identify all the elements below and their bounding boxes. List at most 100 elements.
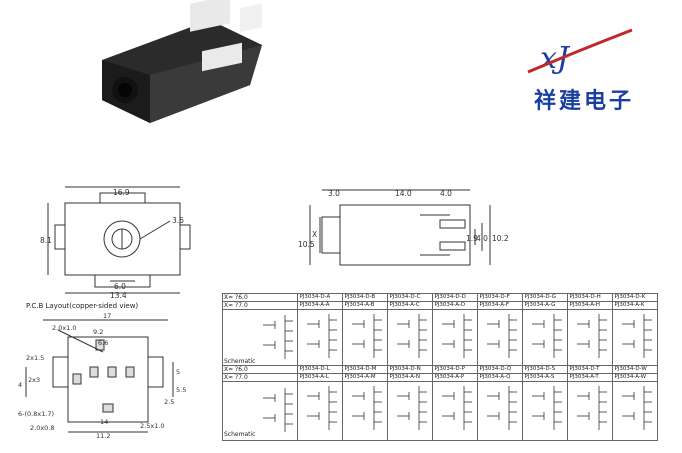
- table-row: Schematic: [221, 309, 659, 366]
- pcb-dim-k: 14: [100, 418, 108, 426]
- pcb-dim-n: 2.5x1.0: [140, 422, 165, 430]
- schematic-cell: [567, 309, 614, 366]
- dim-hole: 3.6: [172, 216, 184, 225]
- part-cell: PJ3034-D-D: [432, 293, 479, 302]
- pcb-dim-c: 6.6: [98, 339, 108, 347]
- dim-d1: 3.0: [328, 189, 340, 198]
- schematic-icon: [307, 314, 338, 358]
- schematic-icon: [307, 386, 338, 430]
- dim-height: 8.1: [40, 236, 52, 245]
- row-label: X= ?7.0: [221, 373, 299, 382]
- dim-h3: 10.2: [492, 234, 509, 243]
- schematic-cell: [387, 309, 434, 366]
- pcb-dim-i: 2.5: [164, 398, 174, 406]
- schematic-cell: [297, 381, 344, 441]
- part-cell: PJ3034-D-M: [342, 365, 389, 374]
- part-cell: PJ3034-D-H: [567, 293, 614, 302]
- schematic-icon: [263, 314, 294, 359]
- table-row: X= ?6.0 PJ3034-D-A PJ3034-D-B PJ3034-D-C…: [221, 293, 659, 302]
- part-cell: PJ3034-D-B: [342, 293, 389, 302]
- dim-d2: 14.0: [395, 189, 412, 198]
- pcb-dim-top: 17: [103, 312, 111, 320]
- side-view-drawing: 3.0 14.0 4.0 X 10.5 1.9 4.0 10.2: [298, 189, 509, 266]
- schematic-cell: [342, 309, 389, 366]
- part-cell: PJ3034-A-P: [432, 373, 479, 382]
- pcb-dim-d: 2x1.5: [26, 354, 44, 362]
- part-cell: PJ3034-A-S: [522, 373, 569, 382]
- pcb-dim-f: 4: [18, 381, 22, 389]
- pcb-dim-g: 5: [176, 368, 180, 376]
- row-label: Schematic: [221, 381, 299, 441]
- pcb-layout-drawing: 17 2.0x1.0 9.2 6.6 2x1.5 2x3 4 5 5.5 2.5…: [18, 312, 186, 440]
- dim-h2: 4.0: [476, 234, 488, 243]
- part-cell: PJ3034-A-K: [612, 301, 659, 310]
- schematic-icon: [352, 386, 383, 430]
- pcb-dim-b: 9.2: [93, 328, 103, 336]
- part-cell: PJ3034-A-Q: [477, 373, 524, 382]
- part-cell: PJ3034-A-C: [387, 301, 434, 310]
- part-cell: PJ3034-D-W: [612, 365, 659, 374]
- schematic-cell: [522, 309, 569, 366]
- row-label: Schematic: [221, 309, 299, 366]
- schematic-icon: [442, 314, 473, 358]
- part-cell: PJ3034-A-T: [567, 373, 614, 382]
- part-cell: PJ3034-D-N: [387, 365, 434, 374]
- part-cell: PJ3034-A-H: [567, 301, 614, 310]
- row-label: X= ?6.0: [221, 293, 299, 302]
- pcb-caption: P.C.B Layout(copper-sided view): [26, 302, 139, 310]
- part-cell: PJ3034-A-G: [522, 301, 569, 310]
- schematic-cell: [387, 381, 434, 441]
- part-cell: PJ3034-A-M: [342, 373, 389, 382]
- part-cell: PJ3034-D-S: [522, 365, 569, 374]
- dim-inner-width: 6.0: [114, 282, 126, 291]
- table-row: Schematic: [221, 381, 659, 441]
- part-cell: PJ3034-D-F: [477, 293, 524, 302]
- part-cell: PJ3034-D-K: [612, 293, 659, 302]
- dim-base-width: 13.4: [110, 291, 127, 300]
- part-cell: PJ3034-A-D: [432, 301, 479, 310]
- schematic-icon: [352, 314, 383, 358]
- top-view-drawing: 16.9 8.1 3.6 6.0 13.4: [40, 186, 191, 300]
- part-cell: PJ3034-D-L: [297, 365, 344, 374]
- schematic-cell: [477, 381, 524, 441]
- schematic-icon: [622, 386, 653, 430]
- pcb-dim-e: 2x3: [28, 376, 40, 384]
- dim-d3: 4.0: [440, 189, 452, 198]
- part-cell: PJ3034-A-B: [342, 301, 389, 310]
- schematic-icon: [622, 314, 653, 358]
- part-cell: PJ3034-D-G: [522, 293, 569, 302]
- row-label: X= ?6.0: [221, 365, 299, 374]
- part-cell: PJ3034-D-A: [297, 293, 344, 302]
- schematic-cell: [432, 381, 479, 441]
- schematic-icon: [397, 314, 428, 358]
- schematic-icon: [442, 386, 473, 430]
- schematic-icon: [532, 386, 563, 430]
- dim-h1: 1.9: [466, 234, 478, 243]
- part-cell: PJ3034-D-Q: [477, 365, 524, 374]
- schematic-cell: [567, 381, 614, 441]
- part-cell: PJ3034-A-N: [387, 373, 434, 382]
- part-cell: PJ3034-D-T: [567, 365, 614, 374]
- pcb-dim-j: 6-(0.8x1.7): [18, 410, 54, 418]
- product-photo: [102, 0, 262, 123]
- part-cell: PJ3034-A-F: [477, 301, 524, 310]
- part-cell: PJ3034-D-P: [432, 365, 479, 374]
- part-cell: PJ3034-A-W: [612, 373, 659, 382]
- row-label: X= ?7.0: [221, 301, 299, 310]
- schematic-icon: [577, 314, 608, 358]
- dim-width: 16.9: [113, 188, 130, 197]
- schematic-icon: [532, 314, 563, 358]
- schematic-cell: [297, 309, 344, 366]
- table-row: X= ?6.0 PJ3034-D-L PJ3034-D-M PJ3034-D-N…: [221, 365, 659, 374]
- pcb-dim-a: 2.0x1.0: [52, 324, 77, 332]
- part-cell: PJ3034-A-A: [297, 301, 344, 310]
- schematic-cell: [432, 309, 479, 366]
- schematic-icon: [487, 314, 518, 358]
- brand-name: 祥建电子: [534, 88, 634, 114]
- schematic-icon: [487, 386, 518, 430]
- brand-logo: xJ 祥建电子: [527, 28, 634, 114]
- schematic-cell: [612, 309, 659, 366]
- schematic-cell: [612, 381, 659, 441]
- pcb-dim-m: 11.2: [96, 432, 110, 440]
- dim-h-total: 10.5: [298, 240, 315, 249]
